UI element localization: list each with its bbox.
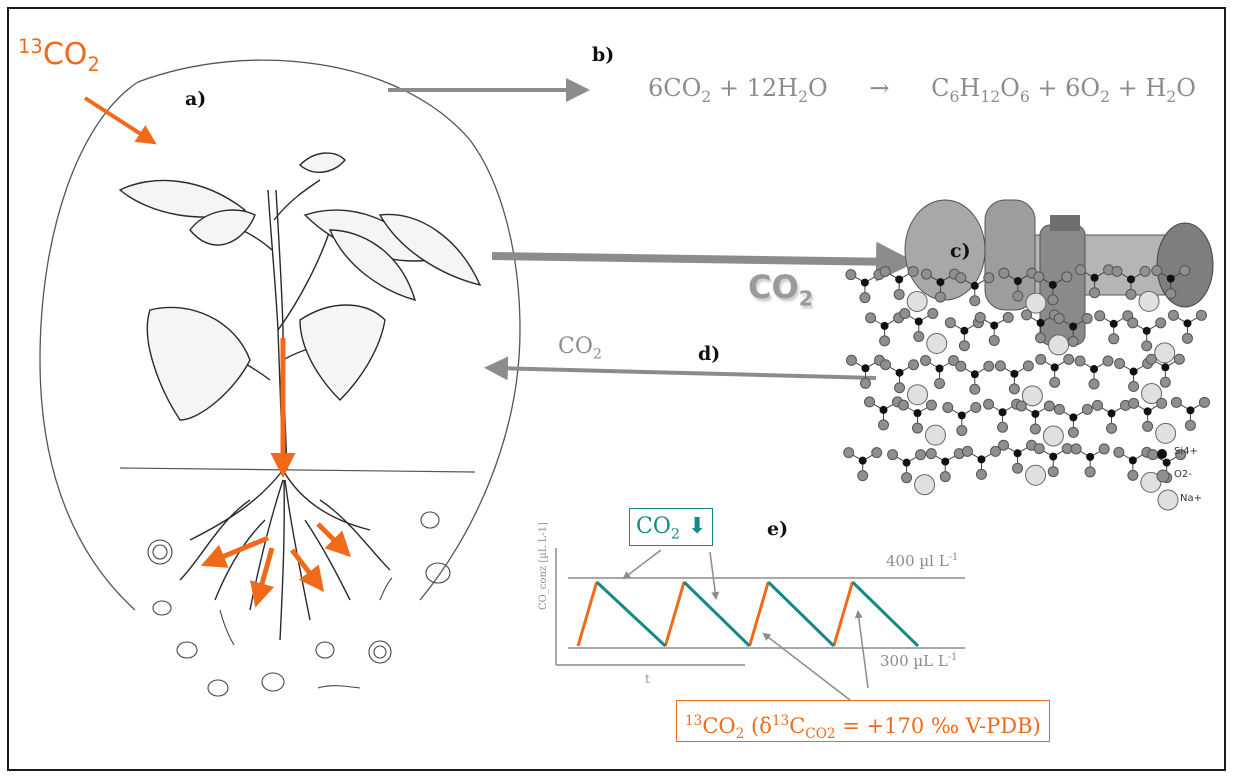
depletion-segment-1 <box>595 580 667 648</box>
legend-si-label: Si4+ <box>1174 446 1198 457</box>
soil-organisms <box>147 511 451 697</box>
plant-illustration <box>118 152 482 641</box>
co2-decrease-box: CO2⬇ <box>629 508 714 546</box>
arrow-co2-return <box>484 356 877 381</box>
panel-label-a: a) <box>185 88 207 110</box>
enrichment-segment-1 <box>576 581 599 647</box>
chart-x-label: t <box>645 672 650 686</box>
pointer-enrich-2 <box>854 610 869 689</box>
equation-lhs: 6CO2 + 12H2O <box>648 74 828 106</box>
pointer-decrease-2 <box>709 551 720 600</box>
depletion-segment-2 <box>683 580 751 648</box>
co2-return-label: CO2 <box>558 334 602 363</box>
equation-rhs: C6H12O6 + 6O2 + H2O <box>931 74 1196 106</box>
input-13co2-arrow <box>83 96 157 145</box>
input-13co2-label: 13CO2 <box>18 35 100 76</box>
zeolite-lattice <box>843 264 1210 496</box>
lower-limit-label: 300 µL L-1 <box>880 652 958 670</box>
legend-na-label: Na+ <box>1180 493 1202 504</box>
enrichment-segment-2 <box>663 581 686 647</box>
legend-si-symbol <box>1157 449 1167 459</box>
legend-na-symbol <box>1157 489 1179 511</box>
input-label-main: CO <box>42 37 88 72</box>
enrichment-segment-3 <box>748 581 770 647</box>
arrow-co2-to-scrubber <box>491 241 916 282</box>
tracer-root-arrow-1 <box>200 535 269 568</box>
tracer-root-arrow-2 <box>250 547 275 608</box>
input-label-isotope: 13 <box>18 35 43 58</box>
panel-label-c: c) <box>950 240 971 262</box>
panel-label-e: e) <box>767 518 789 540</box>
tracer-root-arrow-4 <box>316 522 352 558</box>
outer-frame <box>7 7 1226 771</box>
enrichment-segment-4 <box>832 581 854 647</box>
enrichment-label-box: 13CO2 (δ13CCO2 = +170 ‰ V-PDB) <box>676 700 1050 742</box>
pointer-enrich-1 <box>762 632 851 701</box>
enclosure-dome-right <box>137 59 521 601</box>
down-arrow-icon: ⬇ <box>687 514 707 539</box>
equation-arrow: → <box>869 74 890 102</box>
legend-o-label: O2- <box>1174 469 1192 480</box>
legend-o-symbol <box>1156 469 1170 483</box>
upper-limit-label: 400 µl L-1 <box>886 552 959 570</box>
panel-label-b: b) <box>592 44 615 66</box>
depletion-segment-4 <box>851 580 920 648</box>
co2-to-scrubber-label: CO2 <box>748 268 814 311</box>
depletion-segment-3 <box>767 580 835 648</box>
panel-label-d: d) <box>698 343 721 365</box>
enclosure-dome-left <box>39 81 139 611</box>
pointer-decrease-1 <box>622 549 662 580</box>
cycle-chart <box>555 548 965 701</box>
input-label-sub: 2 <box>87 53 100 76</box>
chart-y-label: CO_conz [µL L-1] <box>538 522 549 610</box>
tracer-root-arrow-3 <box>290 548 325 592</box>
photosynthesis-equation: 6CO2 + 12H2O → C6H12O6 + 6O2 + H2O <box>648 74 1196 106</box>
soil-surface-line <box>119 467 476 473</box>
